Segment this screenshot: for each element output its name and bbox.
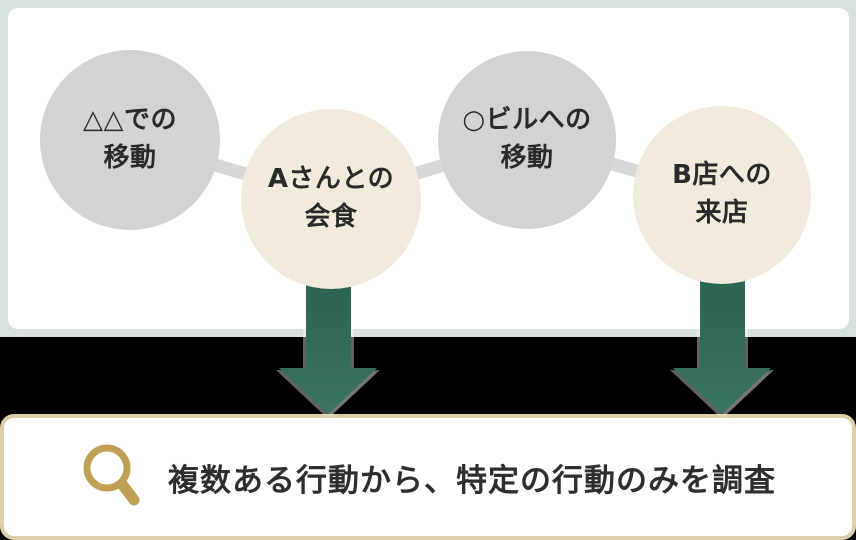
magnifier-icon — [83, 444, 140, 506]
step-circle-move-2: ○ビルへの 移動 — [438, 51, 616, 229]
step-label-line1: Aさんとの — [267, 164, 395, 195]
step-label-line2: 来店 — [695, 198, 749, 228]
step-label-line2: 会食 — [304, 202, 358, 232]
step-label-line2: 移動 — [500, 143, 554, 173]
step-label-line1: B店への — [672, 160, 772, 191]
step-label-line2: 移動 — [103, 143, 157, 173]
down-arrow-icon — [279, 268, 377, 414]
down-arrow-icon — [673, 266, 771, 414]
caption-text: 複数ある行動から、特定の行動のみを調査 — [168, 462, 776, 499]
step-label-line1: ○ビルへの — [462, 105, 592, 136]
step-circle-move-1: △△での 移動 — [40, 50, 220, 230]
step-circle-dinner: Aさんとの 会食 — [241, 109, 421, 289]
step-label-line1: △△での — [83, 105, 177, 136]
caption-bar: 複数ある行動から、特定の行動のみを調査 — [0, 414, 856, 540]
step-circle-store-visit: B店への 来店 — [633, 106, 811, 284]
